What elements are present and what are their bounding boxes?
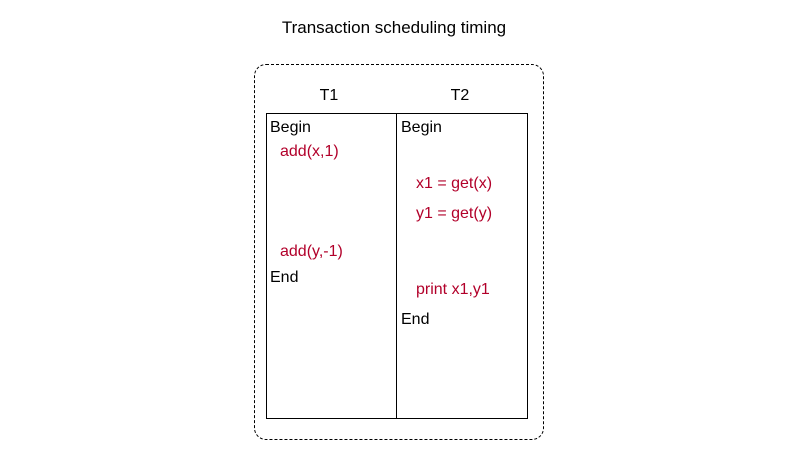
t2-print: print x1,y1: [416, 281, 490, 298]
column-header-t1: T1: [319, 87, 339, 104]
t1-end: End: [270, 269, 299, 286]
t1-add-x: add(x,1): [280, 143, 339, 160]
dashed-container: [254, 64, 544, 440]
column-divider: [396, 113, 397, 419]
t2-get-x: x1 = get(x): [416, 175, 493, 192]
t1-add-y: add(y,-1): [280, 243, 343, 260]
diagram-title: Transaction scheduling timing: [281, 18, 507, 37]
t2-begin: Begin: [401, 119, 442, 136]
column-header-t2: T2: [450, 87, 470, 104]
t1-begin: Begin: [270, 119, 311, 136]
schedule-table: [266, 113, 528, 419]
t2-get-y: y1 = get(y): [416, 205, 493, 222]
t2-end: End: [401, 311, 430, 328]
